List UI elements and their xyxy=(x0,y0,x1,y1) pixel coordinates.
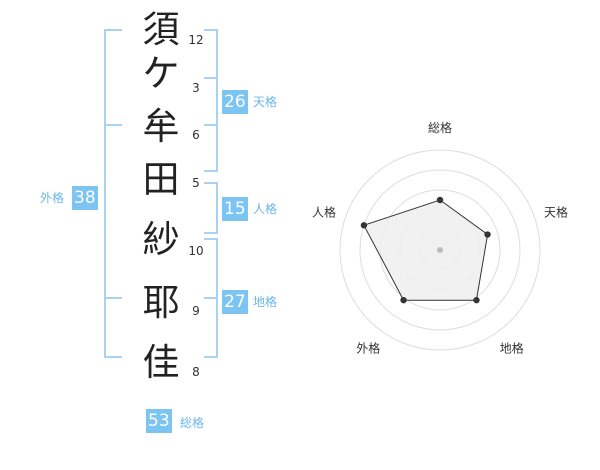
gaikaku-bracket-top xyxy=(104,29,122,31)
radar-axis-label: 総格 xyxy=(428,120,452,135)
chikaku-value: 27 xyxy=(222,290,248,314)
gaikaku-value: 38 xyxy=(72,186,98,210)
chikaku-bracket-top xyxy=(204,238,218,240)
jinkaku-label: 人格 xyxy=(253,202,278,216)
name-char-4: 田 xyxy=(142,158,180,201)
radar-polygon xyxy=(363,199,489,301)
chikaku-bracket-tick xyxy=(204,297,218,299)
soukaku-label: 総格 xyxy=(180,416,205,430)
chikaku-bracket-bottom xyxy=(204,356,218,358)
soukaku-value: 53 xyxy=(146,409,172,433)
radar-point xyxy=(400,296,407,304)
stroke-count-2: 3 xyxy=(192,81,200,95)
tenkaku-bracket-top xyxy=(204,29,218,31)
tenkaku-value: 26 xyxy=(222,90,248,114)
radar-axis-label: 外格 xyxy=(356,341,380,356)
name-char-7: 佳 xyxy=(142,341,180,384)
gaikaku-bracket-tick xyxy=(104,124,122,126)
tenkaku-bracket-bottom xyxy=(204,170,218,172)
radar-point xyxy=(484,231,491,238)
radar-center-dot xyxy=(437,247,443,253)
radar-grid-ring xyxy=(359,169,521,331)
gaikaku-bracket-bottom xyxy=(104,356,122,358)
stroke-count-1: 12 xyxy=(188,33,204,47)
tenkaku-bracket-line xyxy=(216,29,218,172)
jinkaku-value: 15 xyxy=(222,197,248,221)
tenkaku-label: 天格 xyxy=(253,95,278,109)
chikaku-label: 地格 xyxy=(253,295,278,309)
jinkaku-bracket-line xyxy=(216,182,218,234)
tenkaku-bracket-tick xyxy=(204,124,218,126)
stroke-count-4: 5 xyxy=(192,176,200,190)
gaikaku-bracket-tick xyxy=(104,297,122,299)
radar-points xyxy=(360,196,491,304)
radar-axis-label: 人格 xyxy=(312,204,336,219)
radar-point xyxy=(436,196,444,204)
radar-grid-ring xyxy=(339,149,541,351)
name-char-1: 須 xyxy=(142,8,180,51)
radar-point xyxy=(360,222,368,229)
gaikaku-bracket-line xyxy=(104,29,106,358)
radar-point xyxy=(473,296,480,304)
radar-axis-label: 地格 xyxy=(500,341,524,356)
radar-axis-label: 天格 xyxy=(544,204,568,219)
stroke-count-6: 9 xyxy=(192,304,200,318)
gaikaku-label: 外格 xyxy=(40,191,65,205)
name-char-5: 紗 xyxy=(142,218,180,261)
jinkaku-bracket-bottom xyxy=(204,232,218,234)
name-char-6: 耶 xyxy=(142,281,180,324)
stroke-count-3: 6 xyxy=(192,128,200,142)
stroke-count-5: 10 xyxy=(188,244,204,258)
name-char-2: ケ xyxy=(142,52,180,95)
jinkaku-bracket-top xyxy=(204,182,218,184)
stroke-count-7: 8 xyxy=(192,365,200,379)
name-char-3: 牟 xyxy=(142,105,180,148)
tenkaku-bracket-tick xyxy=(204,77,218,79)
